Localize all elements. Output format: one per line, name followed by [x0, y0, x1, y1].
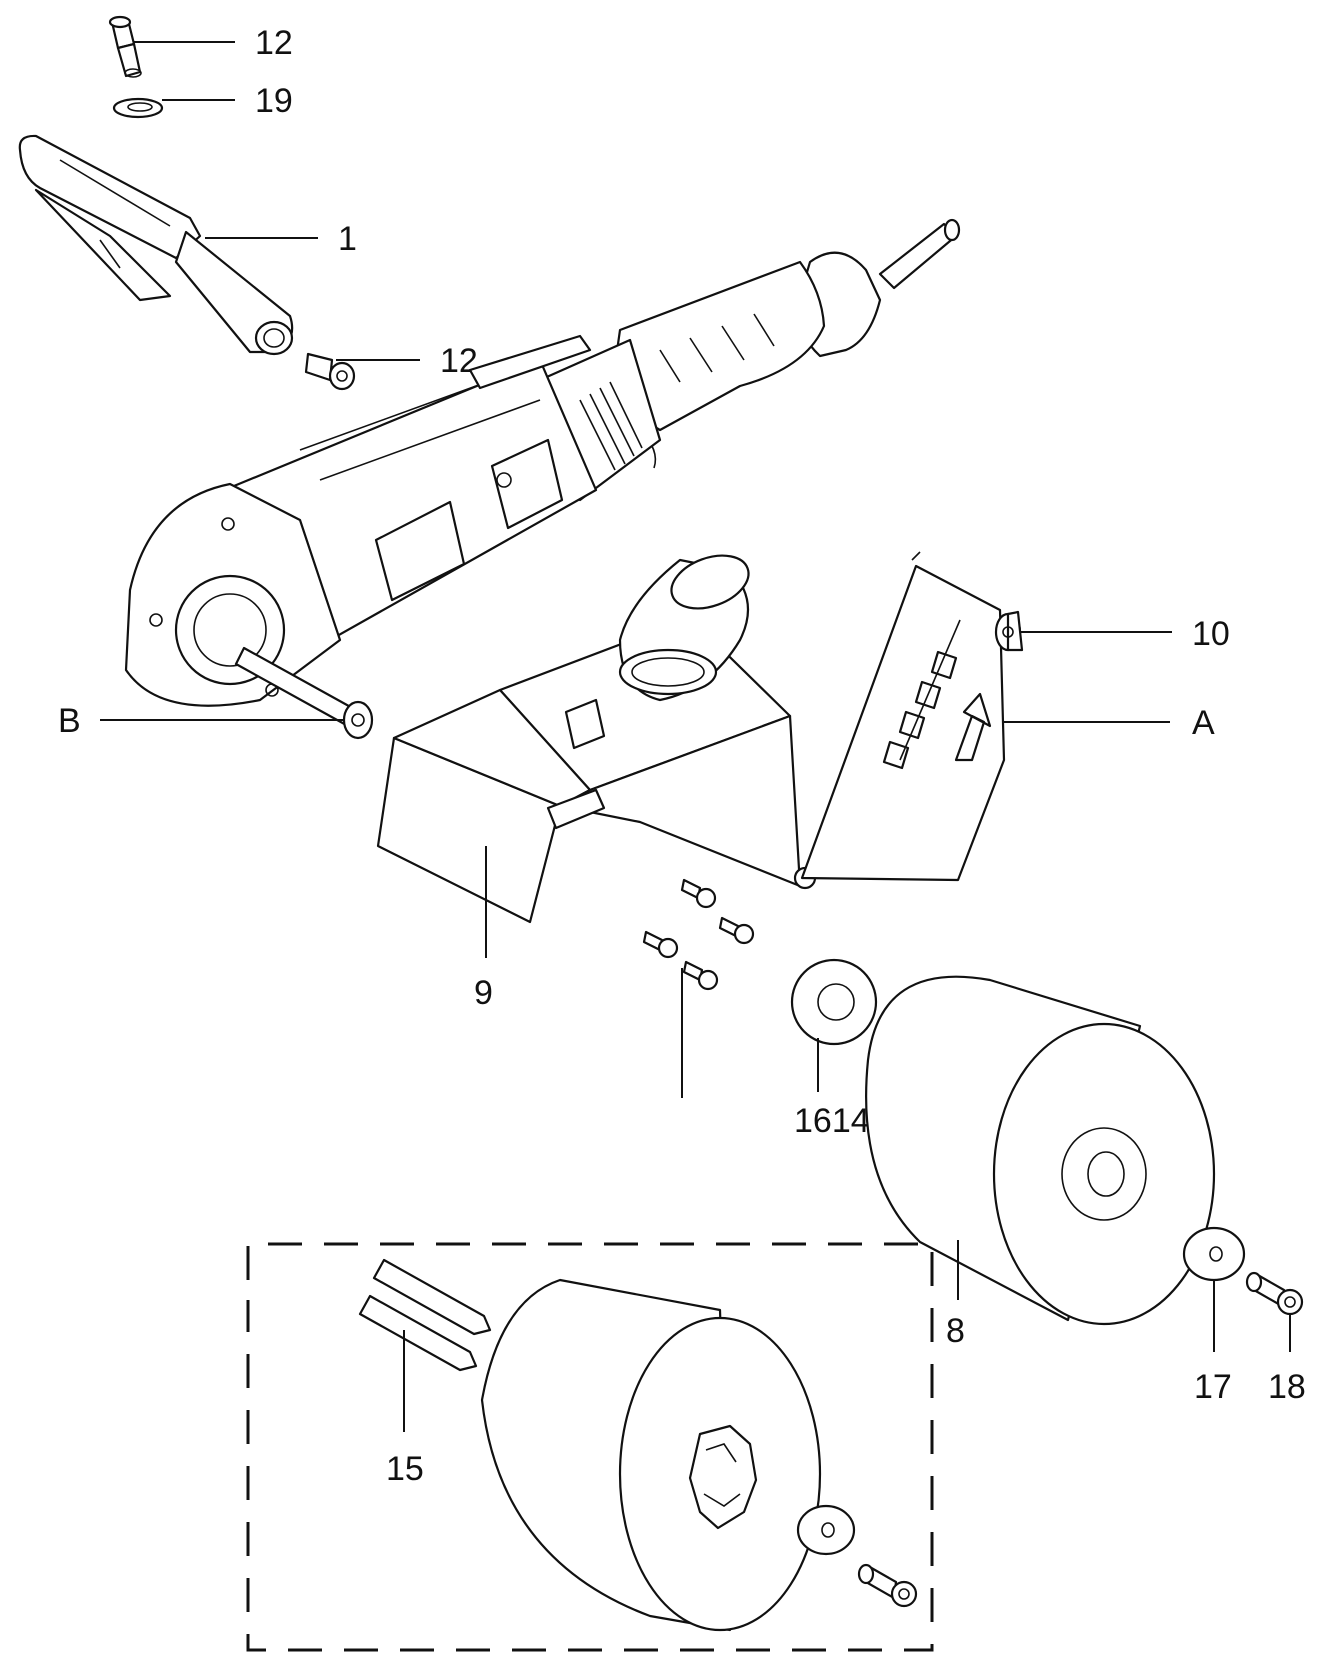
label-12-top: 12	[255, 24, 293, 62]
label-15: 15	[386, 1450, 424, 1488]
guard-9	[376, 554, 817, 924]
label-10: 10	[1192, 615, 1230, 653]
label-19: 19	[255, 82, 293, 120]
label-18: 18	[1268, 1368, 1306, 1406]
optional-kit-box	[246, 1242, 934, 1652]
label-B: B	[58, 702, 81, 740]
label-17: 17	[1194, 1368, 1232, 1406]
guard-cover-A	[800, 551, 1006, 882]
label-1614: 1614	[794, 1102, 870, 1140]
washer-kit	[796, 1504, 856, 1556]
screw-18	[1245, 1271, 1304, 1316]
washer-17	[1182, 1226, 1246, 1282]
screw-kit	[857, 1563, 918, 1608]
label-A: A	[1192, 704, 1215, 742]
label-9: 9	[474, 974, 493, 1012]
label-8: 8	[946, 1312, 965, 1350]
screw-12-handle	[304, 352, 356, 391]
screw-set	[642, 878, 755, 991]
drum-kit	[480, 1278, 822, 1632]
drum-8	[865, 975, 1216, 1326]
side-handle-1	[18, 134, 294, 356]
washer-16-14	[790, 958, 878, 1046]
label-1: 1	[338, 220, 357, 258]
knob-10	[994, 610, 1024, 652]
keys-15	[358, 1258, 492, 1372]
washer-19	[112, 97, 164, 119]
grinder-body	[124, 218, 961, 740]
screw-12-top	[108, 15, 142, 78]
